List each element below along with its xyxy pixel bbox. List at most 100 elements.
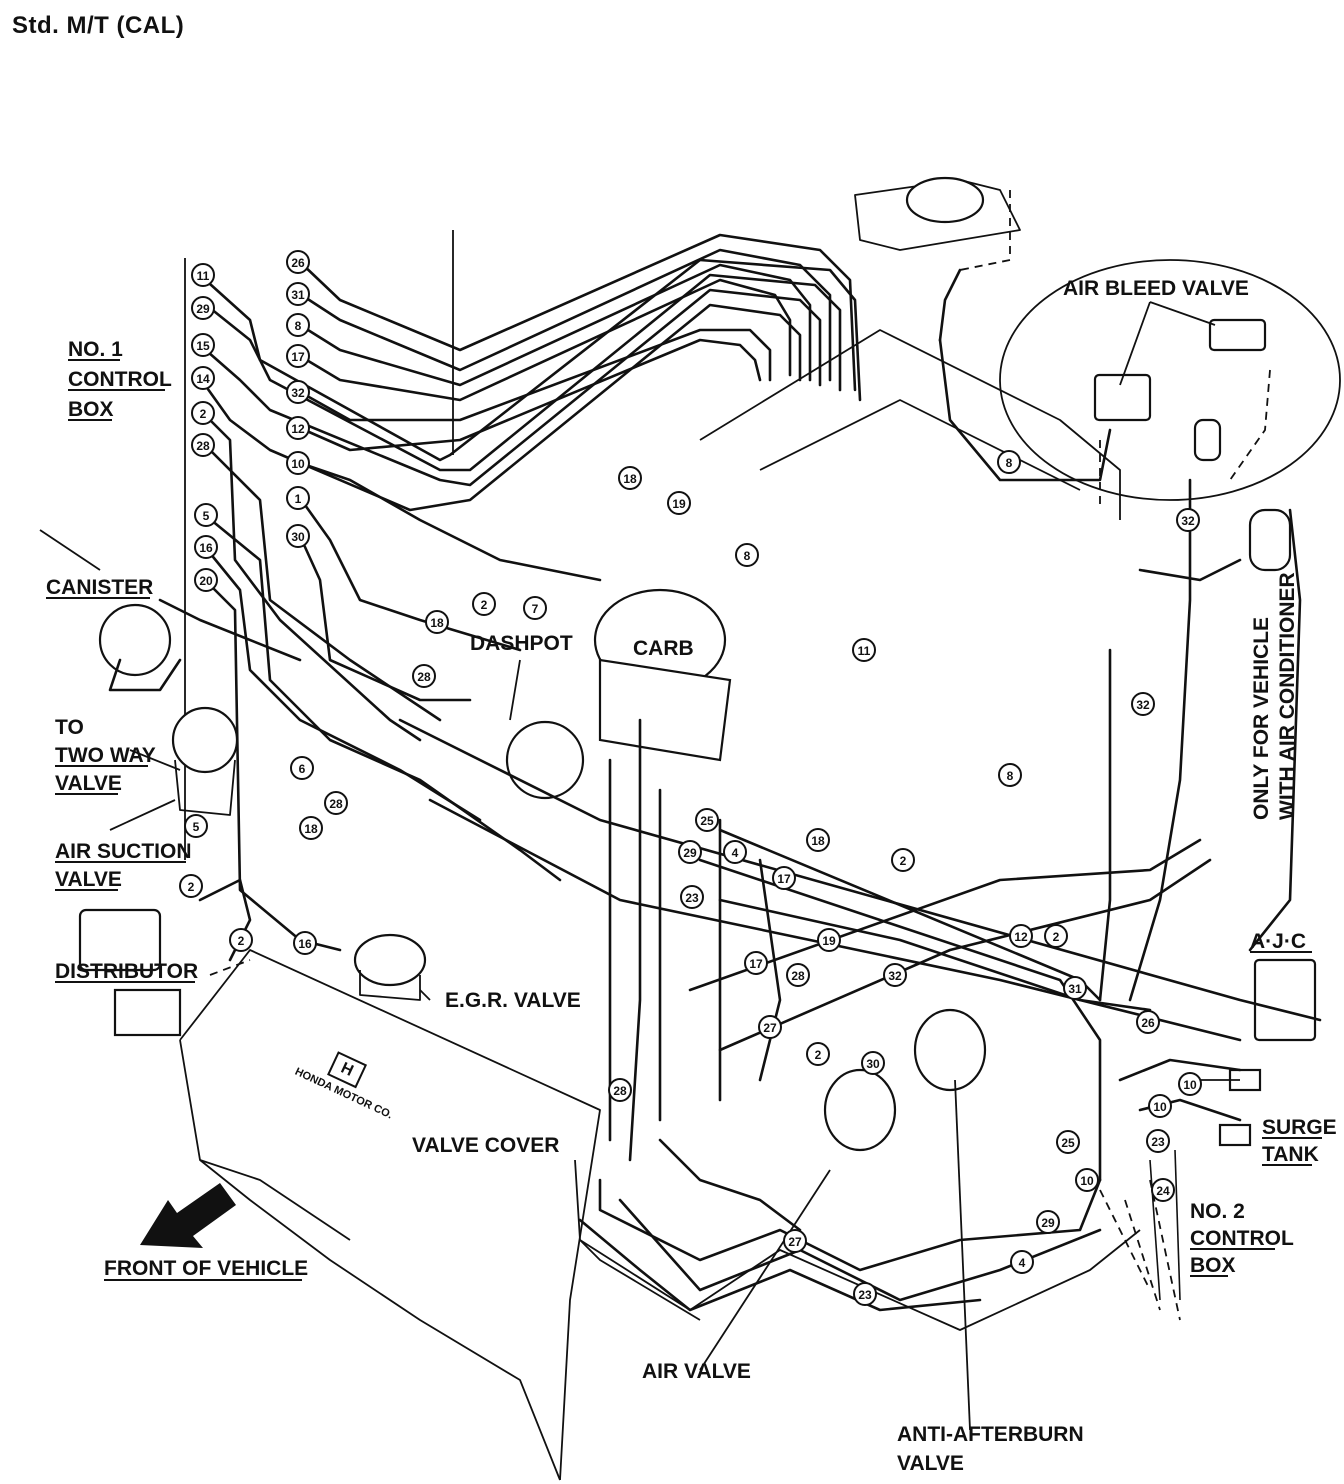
hose-number-17: 17 [772,866,796,890]
hose-number-23: 23 [680,885,704,909]
hose-number-2: 2 [191,401,215,425]
svg-text:18: 18 [811,834,825,848]
hose-number-30: 30 [286,524,310,548]
two-way-valve-label-line3: VALVE [55,772,122,795]
svg-text:19: 19 [822,934,836,948]
svg-text:2: 2 [481,598,488,612]
svg-text:17: 17 [291,350,305,364]
svg-text:23: 23 [858,1288,872,1302]
hose-number-32: 32 [286,380,310,404]
hose-number-8: 8 [735,543,759,567]
hose-number-8: 8 [286,313,310,337]
svg-text:2: 2 [900,854,907,868]
svg-text:25: 25 [1061,1136,1075,1150]
two-way-valve-label-line2: TWO WAY [55,744,156,767]
hose-number-28: 28 [324,791,348,815]
svg-text:2: 2 [188,880,195,894]
svg-text:31: 31 [291,288,305,302]
svg-text:10: 10 [1183,1078,1197,1092]
hose-number-15: 15 [191,333,215,357]
dashpot-label: DASHPOT [470,632,573,655]
svg-text:1: 1 [295,492,302,506]
svg-text:28: 28 [613,1084,627,1098]
hose-number-8: 8 [998,763,1022,787]
svg-text:19: 19 [672,497,686,511]
svg-text:10: 10 [1153,1100,1167,1114]
svg-text:27: 27 [763,1021,777,1035]
hose-number-18: 18 [806,828,830,852]
hose-number-28: 28 [786,963,810,987]
air-suction-valve-label-line1: AIR SUCTION [55,840,192,863]
no1-control-box-label-line2: CONTROL [68,368,172,391]
svg-text:15: 15 [196,339,210,353]
hose-number-23: 23 [1146,1129,1170,1153]
hose-number-10: 10 [1075,1168,1099,1192]
svg-text:12: 12 [1014,930,1028,944]
labels: NO. 1 CONTROL BOX CANISTER TO TWO WAY VA… [46,277,1337,1475]
svg-text:17: 17 [749,957,763,971]
air-valve-label: AIR VALVE [642,1360,751,1383]
hose-number-19: 19 [817,928,841,952]
svg-text:2: 2 [200,407,207,421]
distributor-label: DISTRIBUTOR [55,960,198,983]
hose-number-32: 32 [1176,508,1200,532]
no1-control-box-label-line1: NO. 1 [68,338,123,361]
svg-text:17: 17 [777,872,791,886]
hose-number-32: 32 [1131,692,1155,716]
hose-number-17: 17 [286,344,310,368]
hose-number-31: 31 [286,282,310,306]
svg-text:4: 4 [732,846,739,860]
hose-number-24: 24 [1151,1178,1175,1202]
hose-number-7: 7 [523,596,547,620]
hose-number-10: 10 [1148,1094,1172,1118]
hose-number-27: 27 [783,1229,807,1253]
hose-number-25: 25 [1056,1130,1080,1154]
hose-number-4: 4 [1010,1250,1034,1274]
svg-text:18: 18 [304,822,318,836]
no2-control-box-label-line2: CONTROL [1190,1227,1294,1250]
surge-tank-label-line1: SURGE [1262,1116,1337,1139]
canister-label: CANISTER [46,576,153,599]
hose-number-18: 18 [425,610,449,634]
hose-number-11: 11 [191,263,215,287]
hose-number-6: 6 [290,756,314,780]
svg-text:5: 5 [193,820,200,834]
hose-number-2: 2 [806,1042,830,1066]
hose-number-2: 2 [891,848,915,872]
carb-label: CARB [633,637,694,660]
svg-text:28: 28 [417,670,431,684]
svg-text:16: 16 [298,937,312,951]
hose-number-8: 8 [997,450,1021,474]
hose-number-10: 10 [286,451,310,475]
svg-text:29: 29 [1041,1216,1055,1230]
components [78,176,1317,1152]
hose-number-16: 16 [293,931,317,955]
hose-number-10: 10 [1178,1072,1202,1096]
svg-text:28: 28 [791,969,805,983]
svg-text:32: 32 [888,969,902,983]
svg-text:11: 11 [197,269,210,283]
hose-number-28: 28 [191,433,215,457]
svg-text:27: 27 [788,1235,802,1249]
hose-number-2: 2 [1044,924,1068,948]
hose-number-18: 18 [618,466,642,490]
svg-text:12: 12 [291,422,305,436]
hose-number-11: 11 [852,638,876,662]
svg-text:10: 10 [1080,1174,1094,1188]
leader-lines [39,301,1240,1431]
svg-text:20: 20 [199,574,213,588]
svg-text:28: 28 [329,797,343,811]
hose-number-27: 27 [758,1015,782,1039]
hose-number-2: 2 [179,874,203,898]
svg-text:23: 23 [1151,1135,1165,1149]
valve-cover-label: VALVE COVER [412,1134,559,1157]
svg-text:4: 4 [1019,1256,1026,1270]
hose-number-12: 12 [286,416,310,440]
svg-text:30: 30 [291,530,305,544]
anti-afterburn-label-line1: ANTI-AFTERBURN [897,1423,1084,1446]
svg-text:8: 8 [1007,769,1014,783]
hose-number-5: 5 [194,503,218,527]
svg-text:24: 24 [1156,1184,1170,1198]
